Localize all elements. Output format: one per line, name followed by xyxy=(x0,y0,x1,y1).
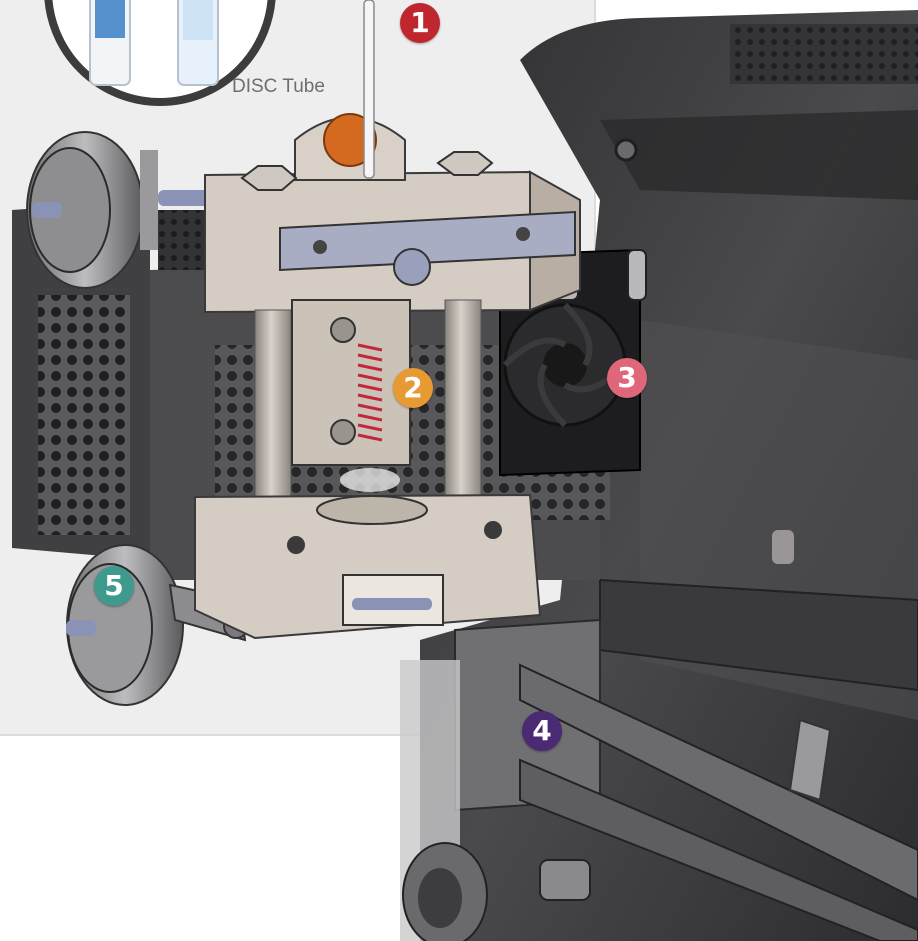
spring-plate xyxy=(291,299,411,466)
hex-nut-left xyxy=(240,165,298,191)
filament-tube xyxy=(363,0,375,179)
screw xyxy=(614,138,638,162)
guide-rod-right xyxy=(444,299,482,511)
lower-block xyxy=(194,493,542,640)
callout-4: 4 xyxy=(522,711,562,751)
guide-rod-lower xyxy=(519,758,918,941)
idler-bearing xyxy=(393,248,431,286)
callout-5: 5 xyxy=(94,566,134,606)
post xyxy=(772,530,794,564)
top-vent-grille xyxy=(730,24,918,84)
callout-3: 3 xyxy=(607,358,647,398)
callout-2: 2 xyxy=(393,368,433,408)
guide-rod-upper xyxy=(519,663,918,902)
desiccant-beads xyxy=(95,0,125,38)
perforated-panel xyxy=(38,295,130,535)
hex-nut-right xyxy=(436,151,494,176)
guide-rod-left xyxy=(254,309,292,511)
callout-1: 1 xyxy=(400,3,440,43)
knob xyxy=(323,113,377,167)
lower-axle xyxy=(66,620,96,636)
spring xyxy=(357,343,383,442)
disc-tube-label: DISC Tube xyxy=(232,76,325,97)
upper-axle xyxy=(32,202,62,218)
tension-bracket xyxy=(279,210,576,272)
